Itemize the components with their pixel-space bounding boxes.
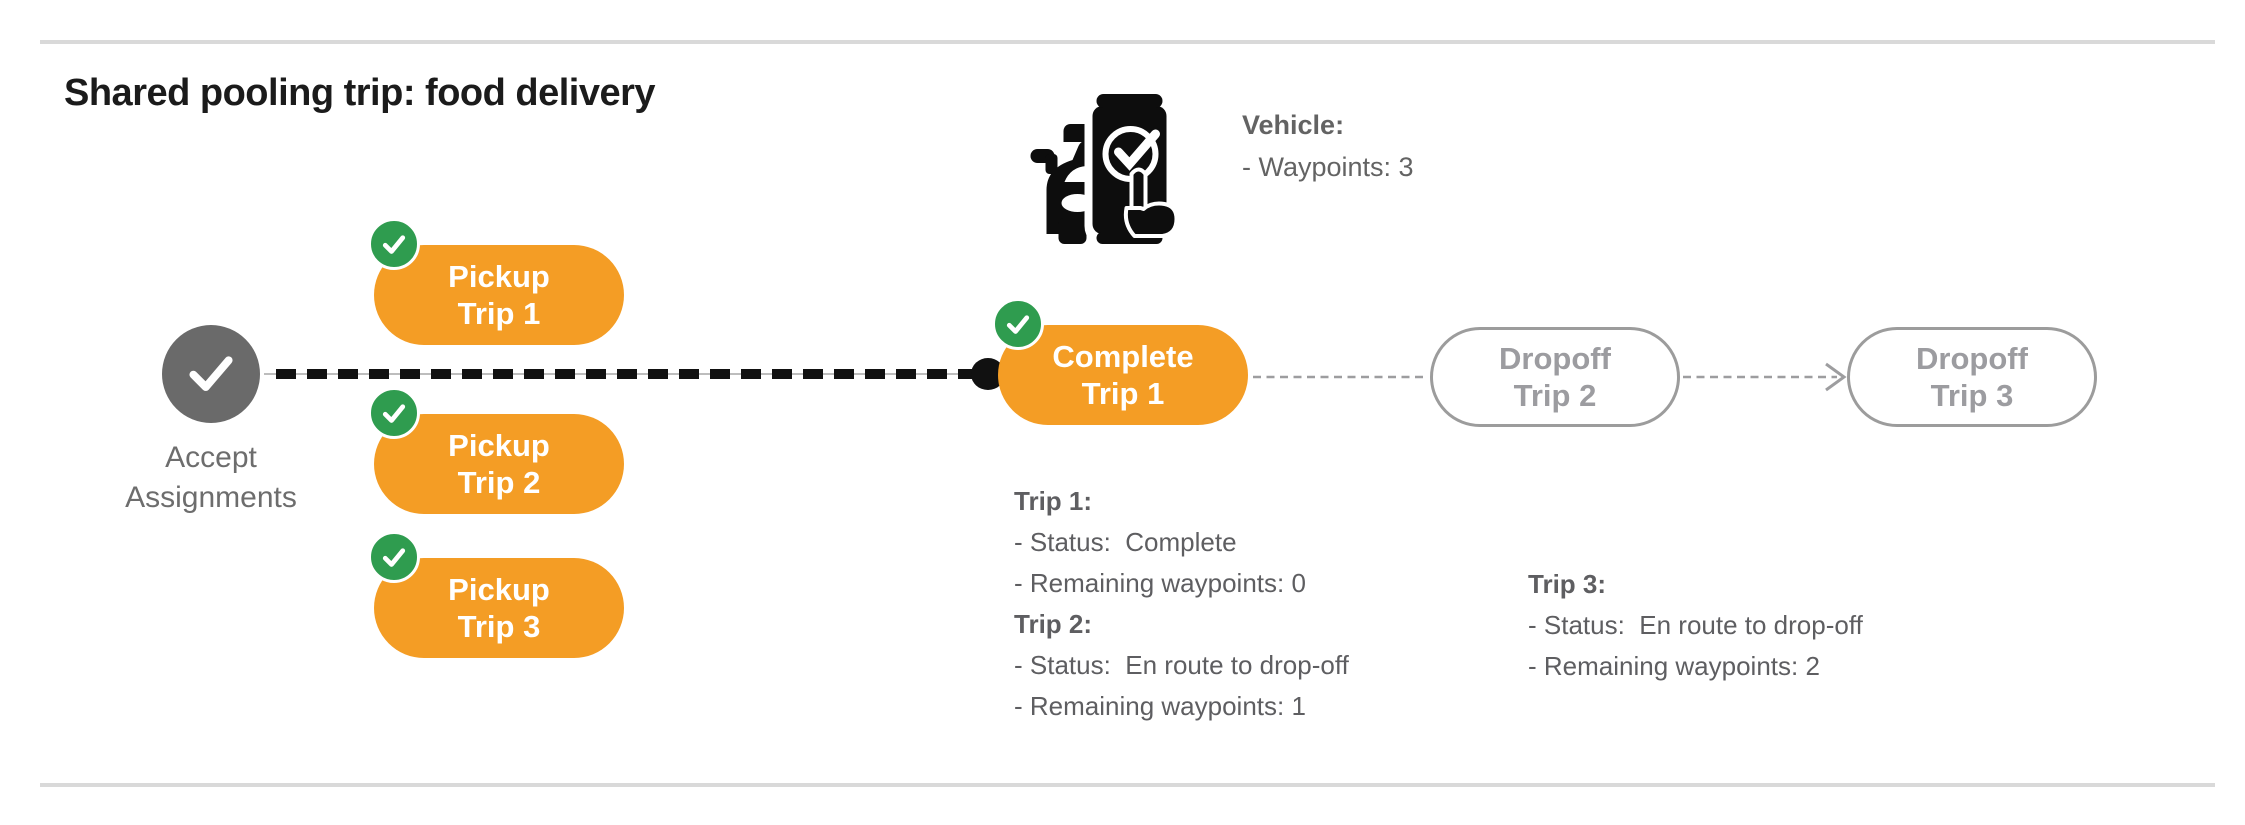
pill-label-line2: Trip 2 [1513,378,1597,413]
arrow-head-icon [1825,362,1847,392]
pill-label-line2: Trip 3 [457,609,541,644]
pickup-trip-3-node: Pickup Trip 3 [368,531,624,658]
pill-label-line1: Pickup [448,259,550,294]
pill-label-line1: Dropoff [1916,341,2028,376]
page-title: Shared pooling trip: food delivery [64,72,656,114]
vehicle-phone-check-icon [1030,94,1179,248]
pill-label-line2: Trip 2 [457,465,541,500]
trip-1-waypoints: - Remaining waypoints: 0 [1014,568,1306,598]
phone-check-mark [1114,129,1160,171]
trip-1-status: - Status: Complete [1014,527,1237,557]
trip-1-heading: Trip 1: [1014,486,1093,516]
pill-label-line2: Trip 1 [457,296,541,331]
accept-label-line1: Accept [165,441,257,474]
vehicle-waypoints: - Waypoints: 3 [1242,152,1414,182]
check-badge-icon [368,531,420,583]
check-badge-icon [368,387,420,439]
trip-3-heading: Trip 3: [1528,569,1607,599]
accept-assignments-node [162,325,260,423]
dropoff-trip-3-node: Dropoff Trip 3 [1847,327,2097,427]
trip-3-status: - Status: En route to drop-off [1528,610,1863,640]
check-badge-icon [368,218,420,270]
trip-3-waypoints: - Remaining waypoints: 2 [1528,651,1820,681]
dropoff-trip-2-node: Dropoff Trip 2 [1430,327,1680,427]
pill-label-line1: Complete [1052,339,1194,374]
pill-label-line1: Dropoff [1499,341,1611,376]
trip-2-status: - Status: En route to drop-off [1014,650,1349,680]
pill-label-line1: Pickup [448,428,550,463]
pill-label-line1: Pickup [448,572,550,607]
pill-label-line2: Trip 1 [1081,376,1165,411]
pill-label-line2: Trip 3 [1930,378,2014,413]
trip-status-block-left: Trip 1: - Status: Complete - Remaining w… [1014,481,1349,727]
trip-2-waypoints: - Remaining waypoints: 1 [1014,691,1306,721]
hand-shape [1123,167,1179,238]
pickup-trip-2-node: Pickup Trip 2 [368,387,624,514]
trip-status-block-right: Trip 3: - Status: En route to drop-off -… [1528,564,1863,687]
vehicle-label: Vehicle: [1242,110,1345,140]
pickup-trip-1-node: Pickup Trip 1 [368,218,624,345]
complete-trip-1-node: Complete Trip 1 [992,298,1248,425]
vehicle-info: Vehicle: - Waypoints: 3 [1242,104,1414,188]
accept-assignments-label: Accept Assignments [61,438,361,518]
bottom-divider [40,783,2215,787]
check-icon [189,356,233,391]
top-divider [40,40,2215,44]
trip-2-heading: Trip 2: [1014,609,1093,639]
check-badge-icon [992,298,1044,350]
accept-label-line2: Assignments [125,481,297,514]
